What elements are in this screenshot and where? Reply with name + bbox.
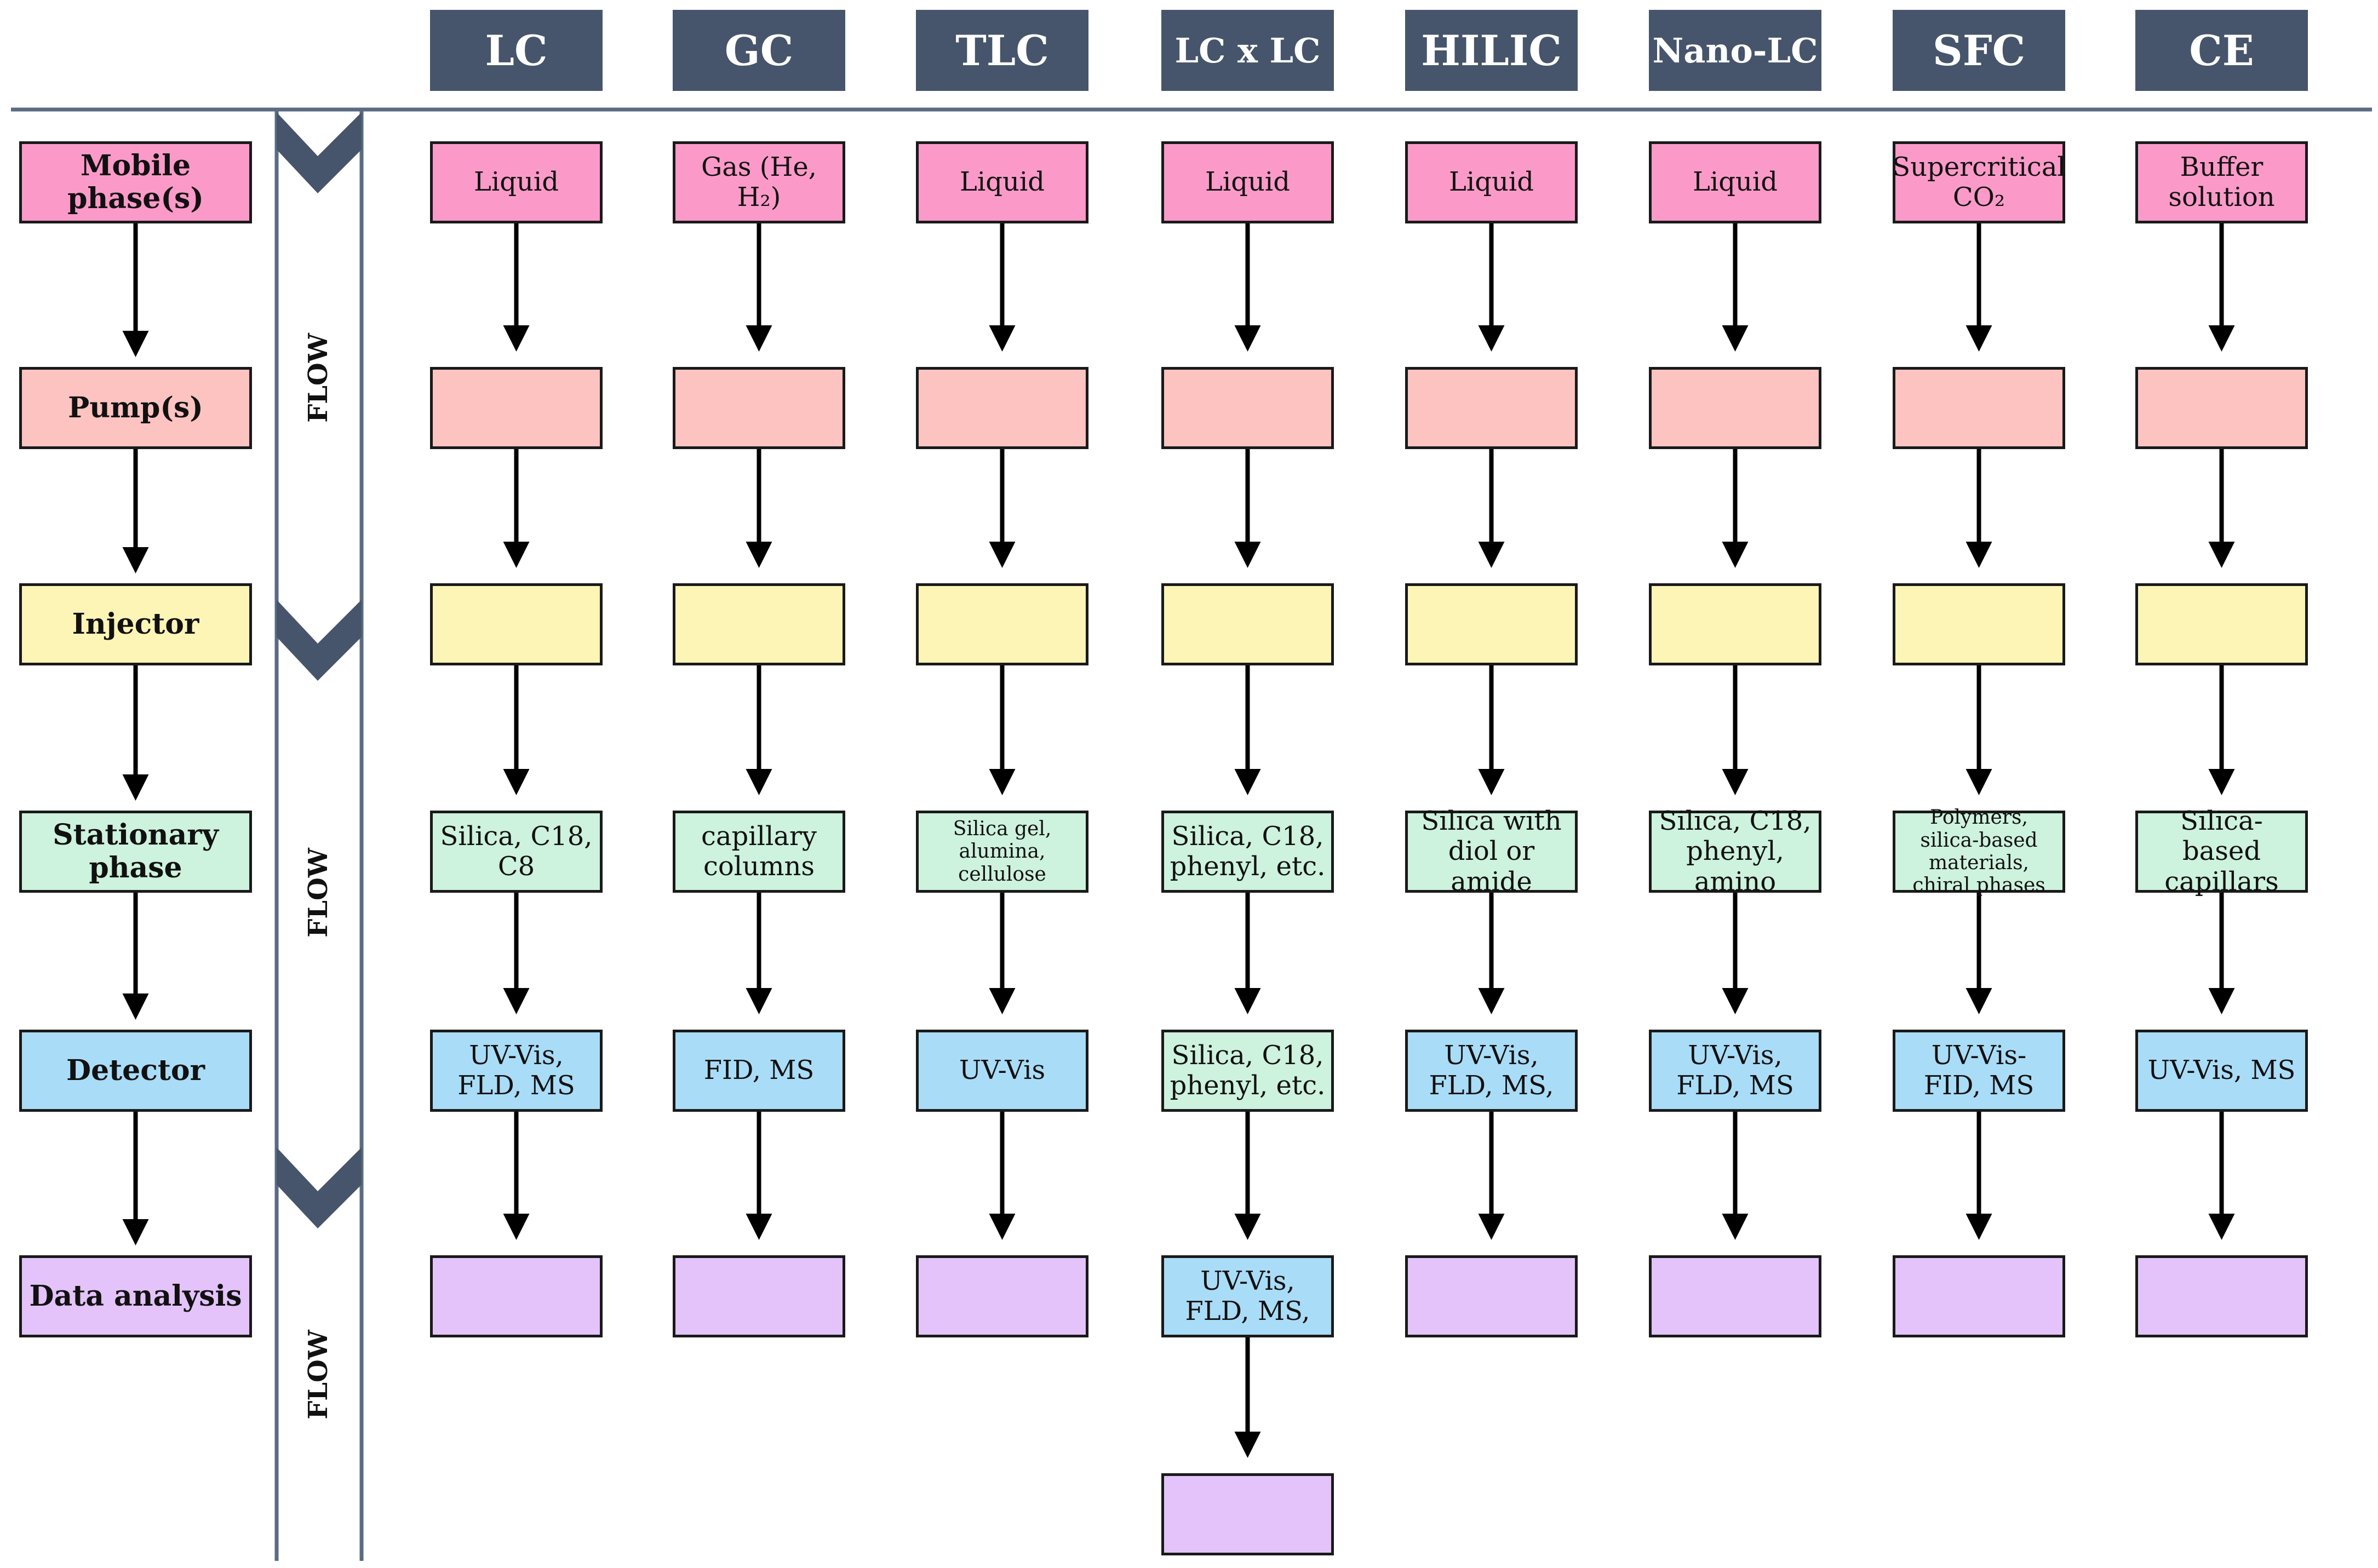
flow-step-box: FID, MS [673,1030,845,1112]
flow-step-box [1161,367,1334,449]
column-header: Nano-LC [1649,10,1821,91]
flow-step-box: Silica, C18, phenyl, amino [1649,806,1821,897]
row-label: Pump(s) [19,367,252,449]
column-header: SFC [1893,10,2065,91]
flow-step-box: UV-Vis, FLD, MS, [1405,1030,1578,1112]
row-label: Data analysis [19,1255,252,1337]
row-label: Stationary phase [19,811,252,893]
flow-step-box [430,583,603,665]
flow-label: FLOW [303,848,334,938]
axis-lines [11,107,2372,1561]
chevron-down-icon [277,1147,362,1228]
flow-step-box: Liquid [916,141,1088,223]
chevron-down-icon [277,112,362,193]
flow-step-box [430,1255,603,1337]
flow-step-box [916,1255,1088,1337]
flow-step-box [430,367,603,449]
flow-step-box: Supercritical CO₂ [1892,141,2066,223]
row-label: Detector [19,1030,252,1112]
flow-step-box: Liquid [1649,141,1821,223]
column-header: LC [430,10,603,91]
flow-step-box [1649,1255,1821,1337]
flow-step-box [1649,583,1821,665]
flow-arrows [122,223,2235,1458]
flow-step-box [1161,1473,1334,1555]
flow-step-box: Liquid [1405,141,1578,223]
flow-step-box [673,367,845,449]
chevron-down-icon [277,600,362,681]
flow-step-box: Buffer solution [2135,141,2308,223]
column-header: HILIC [1405,10,1578,91]
column-header: GC [673,10,845,91]
column-header: LC x LC [1161,10,1334,91]
flow-step-box [673,583,845,665]
flow-step-box [1405,1255,1578,1337]
flow-step-box [2135,367,2308,449]
flow-step-box: UV-Vis [916,1030,1088,1112]
flow-step-box: UV-Vis, FLD, MS, [1161,1255,1334,1337]
flow-step-box: Liquid [430,141,603,223]
flow-step-box: UV-Vis- FID, MS [1893,1030,2065,1112]
flow-step-box [673,1255,845,1337]
flow-step-box [916,583,1088,665]
row-label: Mobile phase(s) [19,141,252,223]
flow-step-box [916,367,1088,449]
flow-step-box: Gas (He, H₂) [673,141,845,223]
column-header: CE [2135,10,2308,91]
flow-step-box: Silica gel, alumina, cellulose [916,811,1088,893]
flow-label: FLOW [303,1330,334,1420]
column-header: TLC [916,10,1088,91]
flow-step-box: UV-Vis, FLD, MS [1649,1030,1821,1112]
flow-step-box: Silica, C18, phenyl, etc. [1161,1030,1334,1112]
flow-step-box: Silica with diol or amide [1405,806,1578,897]
flow-step-box [2135,583,2308,665]
flow-step-box: capillary columns [673,811,845,893]
flow-step-box [2135,1255,2308,1337]
flow-step-box [1405,583,1578,665]
flow-step-box: Liquid [1161,141,1334,223]
flow-step-box [1405,367,1578,449]
flow-step-box [1893,1255,2065,1337]
flow-step-box [1893,583,2065,665]
flow-step-box: Silica, C18, C8 [430,811,603,893]
flow-step-box: Silica-based capillars [2135,806,2308,897]
flow-step-box: Silica, C18, phenyl, etc. [1161,811,1334,893]
flow-step-box: UV-Vis, MS [2135,1030,2308,1112]
flow-step-box [1161,583,1334,665]
flow-step-box: Polymers, silica-based materials, chiral… [1893,806,2065,897]
flow-step-box: UV-Vis, FLD, MS [430,1030,603,1112]
row-label: Injector [19,583,252,665]
flow-step-box [1649,367,1821,449]
flow-label: FLOW [303,333,334,423]
flow-step-box [1893,367,2065,449]
